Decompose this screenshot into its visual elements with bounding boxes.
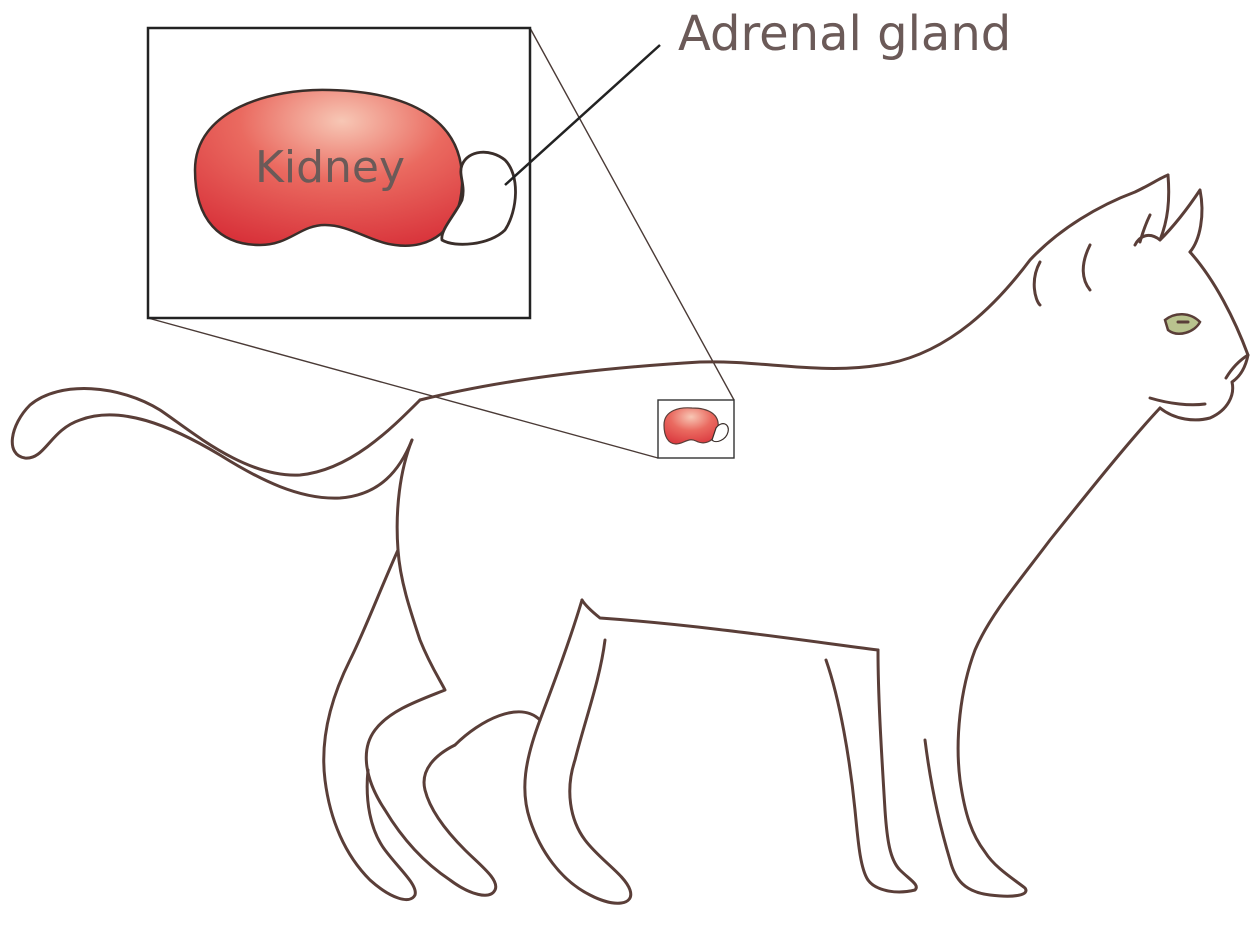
small-kidney-shape [664, 408, 718, 444]
cat-hind-leg-front [525, 600, 631, 903]
cat-front-leg-back [826, 650, 916, 892]
cat-tail [12, 389, 420, 499]
cat-belly [582, 600, 878, 650]
cat-eye [1165, 314, 1200, 333]
adrenal-gland-label: Adrenal gland [678, 6, 1011, 62]
kidney-label: Kidney [255, 142, 405, 193]
large-zoom-inset: Kidney [148, 28, 530, 318]
cat-hind-leg-inner [324, 550, 416, 900]
cat-hind-leg-back [366, 440, 496, 895]
small-zoom-inset [658, 400, 734, 458]
cat-back [420, 175, 1168, 400]
cat-face [1160, 252, 1248, 420]
cat-ear-detail [1034, 215, 1150, 305]
cat-chest [925, 408, 1160, 896]
